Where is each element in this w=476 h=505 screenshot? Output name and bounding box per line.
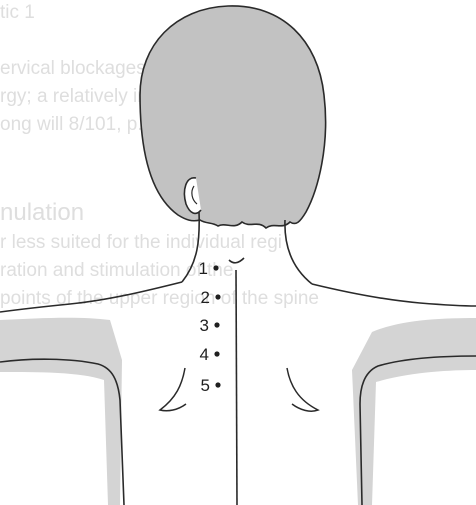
point-number-label: 5 xyxy=(201,376,210,395)
spine-line xyxy=(236,270,237,505)
acupressure-point-5: 5 xyxy=(201,376,221,395)
point-number-label: 3 xyxy=(200,316,209,335)
hair xyxy=(140,6,326,228)
point-number-label: 4 xyxy=(200,345,209,364)
point-dot xyxy=(215,294,220,299)
bg-heading: nulation xyxy=(0,199,84,226)
point-number-label: 2 xyxy=(201,288,210,307)
left-arm-shadow xyxy=(0,318,122,505)
left-shoulder-blade xyxy=(160,368,186,411)
body-shading xyxy=(0,318,476,505)
bg-text-line: r less suited for the individual regi xyxy=(0,232,282,253)
point-dot xyxy=(215,382,220,387)
point-dot xyxy=(214,351,219,356)
right-shoulder-arm-outline xyxy=(312,284,476,306)
point-number-label: 1 xyxy=(199,259,208,278)
acupressure-point-3: 3 xyxy=(200,316,220,335)
right-arm-shadow xyxy=(352,318,476,505)
point-dot xyxy=(213,265,218,270)
acupressure-point-4: 4 xyxy=(200,345,220,364)
point-dot xyxy=(214,322,219,327)
right-shoulder-blade xyxy=(287,368,318,411)
bg-text-line: tic 1 xyxy=(0,2,35,23)
